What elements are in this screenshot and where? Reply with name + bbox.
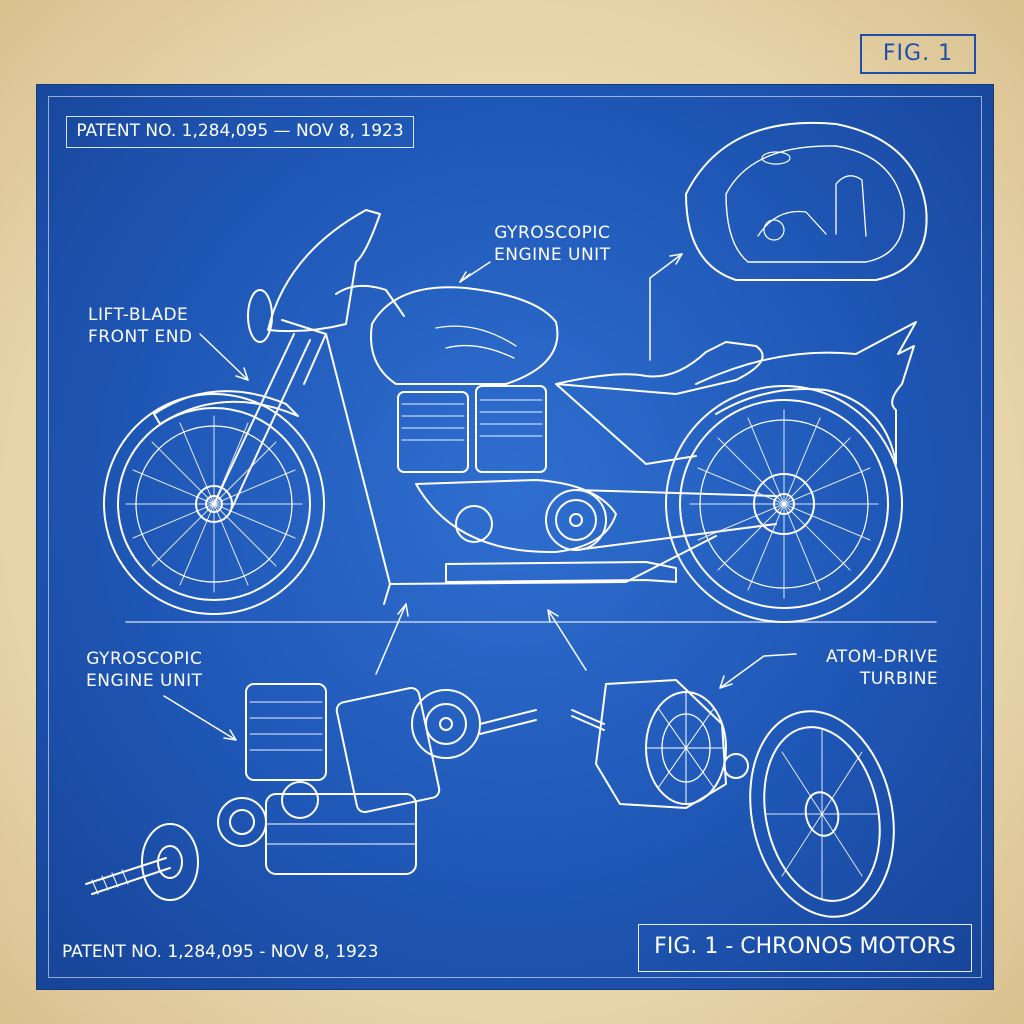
motorcycle-side-view xyxy=(103,209,917,623)
label-line: TURBINE xyxy=(859,669,939,689)
atom-drive-turbine xyxy=(571,679,749,809)
leader-arrows xyxy=(163,253,797,741)
label-line: LIFT-BLADE xyxy=(88,305,189,325)
blueprint-sheet: PATENT NO. 1,284,095 — NOV 8, 1923 GYROS… xyxy=(36,84,994,990)
figure-title: FIG. 1 - CHRONOS MOTORS xyxy=(638,924,972,972)
spare-wheel xyxy=(749,710,895,918)
drive-chain xyxy=(575,489,777,551)
label-line: GYROSCOPIC xyxy=(86,649,203,669)
crank-shaft xyxy=(85,857,171,895)
handlebar xyxy=(335,284,405,317)
figure-tag: FIG. 1 xyxy=(860,34,976,74)
exhaust-pipe xyxy=(445,561,677,583)
label-atom-drive-turbine: ATOM-DRIVE TURBINE xyxy=(826,646,938,690)
front-fork xyxy=(213,319,327,509)
seat xyxy=(555,341,764,395)
inner-frame xyxy=(48,96,982,978)
label-gyroscopic-engine-top: GYROSCOPIC ENGINE UNIT xyxy=(494,222,611,266)
drive-sprocket xyxy=(545,489,607,551)
patent-number-top: PATENT NO. 1,284,095 — NOV 8, 1923 xyxy=(66,116,414,148)
cockpit-bubble xyxy=(685,121,928,281)
exploded-engine xyxy=(85,683,537,901)
headlight-fairing xyxy=(267,209,381,333)
label-lift-blade-front-end: LIFT-BLADE FRONT END xyxy=(88,304,193,348)
rear-wheel xyxy=(665,385,903,623)
label-line: GYROSCOPIC xyxy=(494,223,611,243)
label-line: ENGINE UNIT xyxy=(86,671,203,691)
label-gyroscopic-engine-bottom: GYROSCOPIC ENGINE UNIT xyxy=(86,648,203,692)
fuel-tank xyxy=(370,286,559,385)
label-line: ENGINE UNIT xyxy=(494,245,611,265)
rear-fender xyxy=(695,321,917,465)
label-line: FRONT END xyxy=(88,327,193,347)
front-fender xyxy=(153,390,299,425)
frame xyxy=(325,333,717,605)
patent-number-bottom: PATENT NO. 1,284,095 - NOV 8, 1923 xyxy=(62,942,379,962)
label-line: ATOM-DRIVE xyxy=(826,647,939,667)
v-twin-engine xyxy=(397,385,617,554)
blueprint-drawing xyxy=(85,121,937,918)
